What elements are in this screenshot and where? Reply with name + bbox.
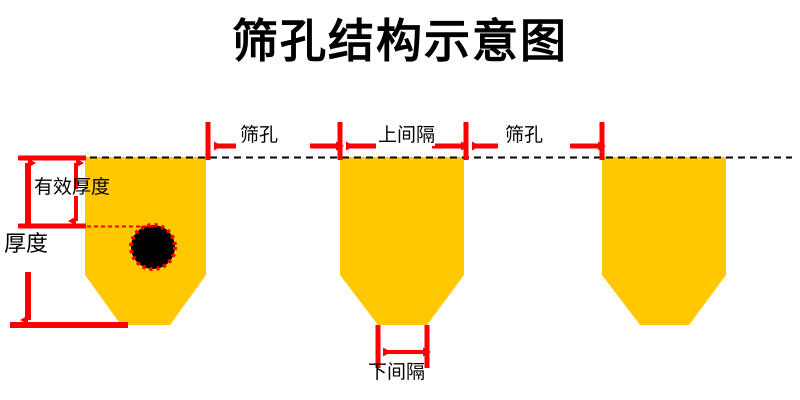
plate-segment-2	[340, 157, 464, 325]
label-thickness: 厚度	[4, 232, 49, 257]
page-title: 筛孔结构示意图	[232, 14, 568, 68]
label-sieve-hole-left: 筛孔	[240, 124, 279, 146]
label-upper-spacing: 上间隔	[378, 124, 436, 146]
label-sieve-hole-right: 筛孔	[505, 124, 544, 146]
sieve-hole-circle	[129, 223, 177, 271]
plate-segment-3	[602, 157, 726, 325]
label-lower-spacing: 下间隔	[368, 361, 426, 383]
label-effective-thickness: 有效厚度	[34, 176, 111, 198]
